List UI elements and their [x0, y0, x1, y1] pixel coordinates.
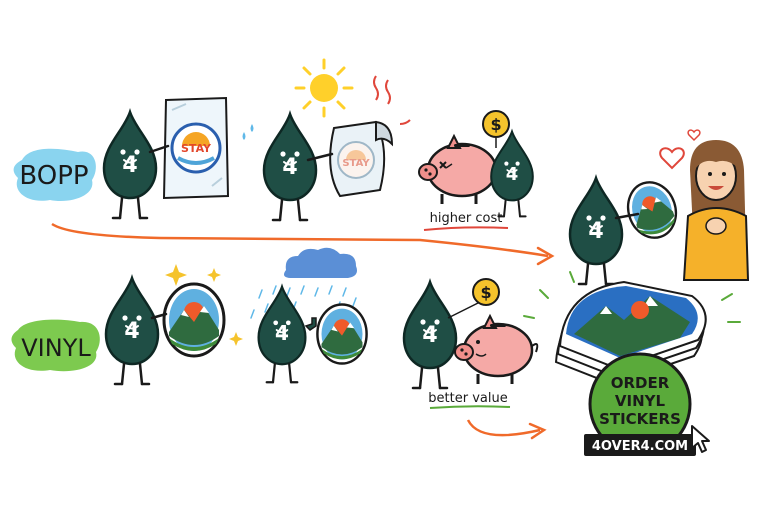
thumbs-up	[304, 317, 317, 331]
higher-cost-underline	[423, 226, 509, 231]
mascot-digit: 4	[282, 155, 297, 180]
coin-icon: $	[482, 110, 510, 138]
coin-icon: $	[472, 278, 500, 306]
higher-cost-text: higher cost	[430, 211, 503, 226]
mascot-digit: 4	[588, 219, 603, 244]
cta-line-3: STICKERS	[599, 410, 681, 428]
mascot-digit: 4	[122, 153, 137, 178]
piggy-bank-icon	[417, 134, 503, 206]
heat-lines	[373, 75, 411, 125]
bopp-arrow	[51, 222, 549, 258]
sweat-drops	[242, 124, 254, 140]
site-url-text: 4OVER4.COM	[592, 439, 688, 454]
sun-icon	[294, 58, 354, 118]
mascot-digit: 4	[422, 323, 437, 348]
cta-line-2: VINYL	[615, 392, 666, 410]
rain-cloud-icon	[250, 247, 357, 319]
piggy-bank-icon	[453, 314, 539, 386]
customer-mascot: 4	[568, 176, 624, 286]
stay-text: STAY	[181, 142, 212, 155]
coin-symbol: $	[480, 283, 491, 302]
vinyl-arrow-head	[528, 422, 547, 440]
vinyl-sticker-2	[316, 303, 368, 365]
stay-text-faded: STAY	[342, 158, 370, 169]
vinyl-label: VINYL	[11, 319, 100, 372]
better-value-text: better value	[428, 391, 507, 406]
mascot-digit: 4	[506, 164, 519, 185]
vinyl-arrow	[466, 419, 541, 437]
cursor-icon	[691, 425, 710, 453]
bopp-sticker-clear: STAY	[162, 96, 230, 200]
bopp-label: BOPP	[13, 148, 96, 202]
vinyl-mascot-3: 4	[402, 280, 458, 390]
happy-customer	[682, 140, 750, 281]
mascot-digit: 4	[275, 321, 289, 345]
bopp-mascot-1: 4	[102, 110, 158, 220]
better-value-underline	[429, 405, 511, 409]
vinyl-mascot-1: 4	[104, 276, 160, 386]
bopp-label-text: BOPP	[19, 161, 88, 191]
sparkle-icon	[165, 264, 243, 346]
vinyl-label-text: VINYL	[21, 334, 91, 362]
bopp-sticker-peeling: STAY	[329, 120, 394, 198]
site-url-button[interactable]: 4OVER4.COM	[584, 434, 696, 456]
coin-symbol: $	[490, 115, 501, 134]
vinyl-sticker-1	[162, 282, 226, 358]
bopp-arrow-head	[536, 246, 555, 266]
sparkle-lines	[523, 271, 741, 323]
mascot-digit: 4	[124, 319, 139, 344]
heart-icon	[659, 129, 701, 170]
bopp-mascot-2: 4	[262, 112, 318, 222]
customer-sticker	[619, 174, 685, 246]
cta-line-1: ORDER	[611, 374, 670, 392]
bopp-mascot-3: 4	[490, 130, 534, 218]
vinyl-mascot-2: 4	[257, 285, 307, 384]
